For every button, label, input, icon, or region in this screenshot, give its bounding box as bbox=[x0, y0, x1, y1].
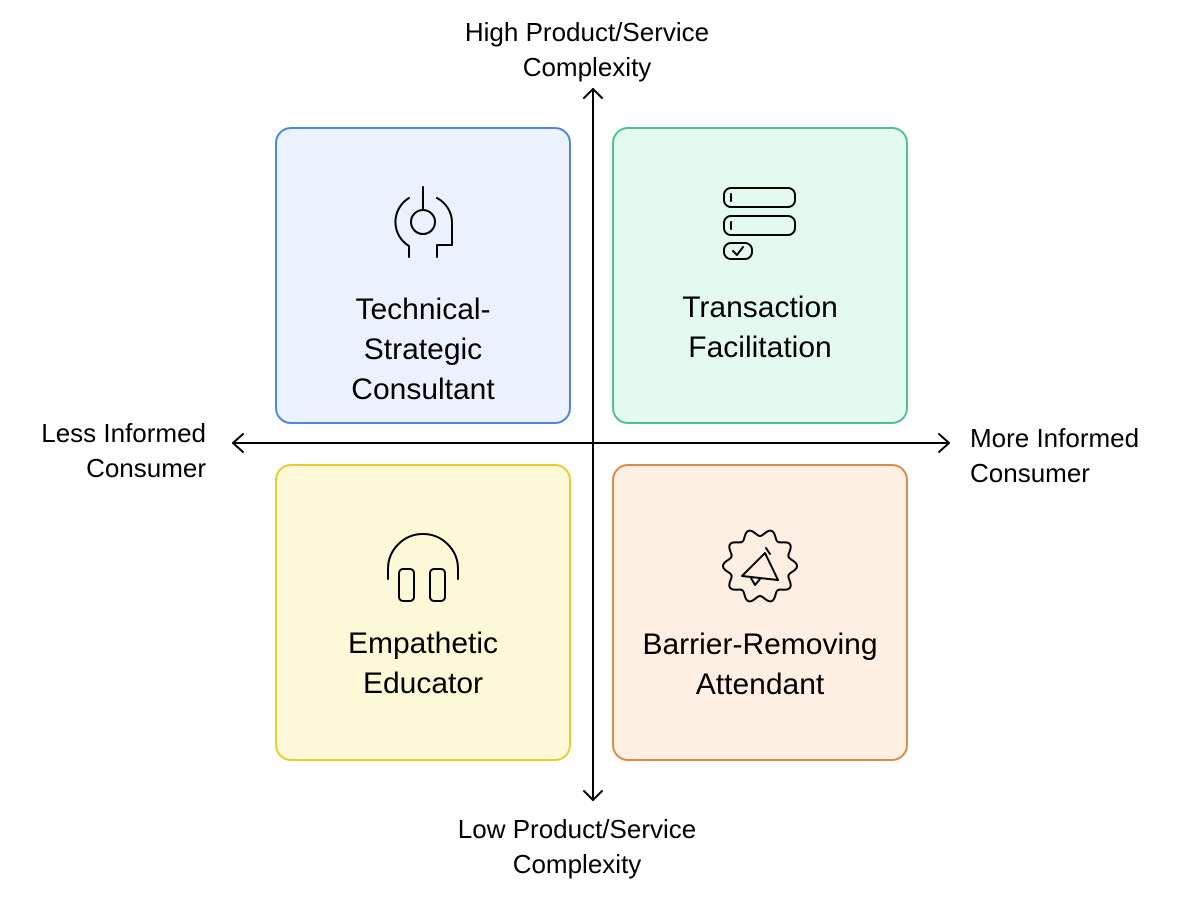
axis-label-left: Less Informed Consumer bbox=[41, 416, 206, 486]
title-line-2: Educator bbox=[362, 667, 484, 700]
axis-label-top-line-2: Complexity bbox=[522, 52, 652, 82]
headphones-icon bbox=[387, 533, 459, 602]
axis-label-right-line-1: More Informed bbox=[970, 423, 1140, 453]
axis-label-bottom-line-2: Complexity bbox=[512, 849, 642, 879]
axis-label-right-line-2: Consumer bbox=[970, 458, 1090, 488]
arrow-right bbox=[938, 433, 950, 453]
arrow-left bbox=[232, 433, 244, 453]
title-line-3: Consultant bbox=[351, 373, 495, 406]
axis-label-left-line-2: Consumer bbox=[86, 453, 206, 483]
quadrant-title-transaction-facilitation: Transaction Facilitation bbox=[614, 288, 906, 368]
title-line-2: Attendant bbox=[695, 668, 825, 701]
consultant-cable-icon bbox=[394, 186, 454, 258]
quadrant-title-barrier-removing-attendant: Barrier-Removing Attendant bbox=[614, 625, 906, 705]
megaphone-badge-icon bbox=[722, 529, 798, 603]
title-line-2: Strategic bbox=[363, 333, 483, 366]
quadrant-title-technical-strategic-consultant: Technical- Strategic Consultant bbox=[277, 290, 569, 410]
axis-label-bottom: Low Product/Service Complexity bbox=[458, 812, 696, 882]
title-line-1: Empathetic bbox=[347, 627, 499, 660]
title-line-1: Transaction bbox=[682, 291, 838, 324]
axis-label-bottom-line-1: Low Product/Service bbox=[457, 814, 697, 844]
title-line-1: Barrier-Removing bbox=[642, 628, 878, 661]
axis-label-top-line-1: High Product/Service bbox=[464, 17, 710, 47]
quadrant-empathetic-educator: Empathetic Educator bbox=[275, 464, 571, 761]
quadrant-title-empathetic-educator: Empathetic Educator bbox=[277, 624, 569, 704]
quadrant-barrier-removing-attendant: Barrier-Removing Attendant bbox=[612, 464, 908, 761]
axis-label-top: High Product/Service Complexity bbox=[465, 15, 709, 85]
title-line-1: Technical- bbox=[355, 293, 491, 326]
checklist-stack-icon bbox=[723, 187, 796, 260]
title-line-2: Facilitation bbox=[688, 331, 832, 364]
axis-label-left-line-1: Less Informed bbox=[41, 418, 206, 448]
quadrant-transaction-facilitation: Transaction Facilitation bbox=[612, 127, 908, 424]
quadrant-technical-strategic-consultant: Technical- Strategic Consultant bbox=[275, 127, 571, 424]
arrow-down bbox=[583, 790, 603, 801]
axis-label-right: More Informed Consumer bbox=[970, 421, 1139, 491]
arrow-up bbox=[583, 88, 603, 99]
